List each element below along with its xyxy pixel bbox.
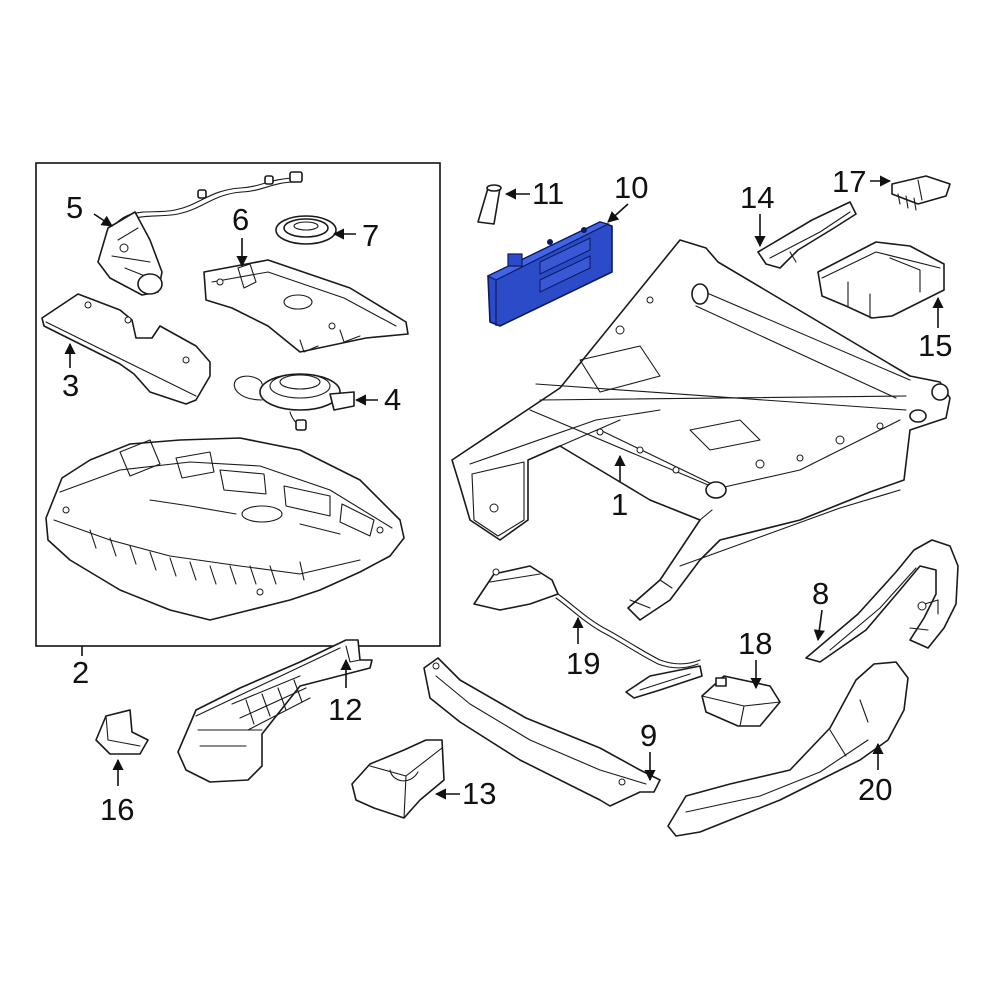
callout-16: 16 [100, 792, 134, 827]
part-15-cover[interactable] [817, 241, 945, 319]
part-20-side-shield[interactable] [667, 661, 909, 837]
part-12-track-cover[interactable] [177, 639, 373, 783]
part-14-bracket[interactable] [757, 201, 857, 269]
part-16-clip[interactable] [95, 709, 149, 755]
callout-18: 18 [738, 626, 772, 661]
callout-13: 13 [462, 776, 496, 811]
part-2-seat-pan[interactable] [45, 437, 405, 621]
callout-14: 14 [740, 180, 774, 215]
callout-5: 5 [66, 190, 83, 225]
leader-5 [93, 213, 113, 227]
part-8-side-trim[interactable] [805, 539, 959, 663]
part-6-tray[interactable] [203, 259, 409, 353]
part-1-seat-track-frame[interactable] [451, 239, 951, 621]
part-13-foot-cover[interactable] [351, 739, 445, 819]
part-3-plate[interactable] [41, 293, 211, 405]
group-box-2 [35, 162, 441, 647]
callout-12: 12 [328, 692, 362, 727]
part-19-cable[interactable] [473, 565, 703, 699]
callout-8: 8 [812, 576, 829, 611]
callout-labels: 1 2 3 4 5 6 7 8 9 10 11 12 13 14 15 16 1… [62, 164, 952, 827]
callout-4: 4 [384, 382, 401, 417]
leader-10 [607, 203, 629, 223]
part-5-wire-harness[interactable] [97, 171, 303, 296]
callout-3: 3 [62, 368, 79, 403]
callout-15: 15 [918, 328, 952, 363]
part-10-control-module[interactable] [486, 221, 613, 327]
callout-9: 9 [640, 718, 657, 753]
callout-7: 7 [362, 218, 379, 253]
callout-leaders [64, 175, 944, 800]
callout-11: 11 [532, 176, 564, 211]
callout-2: 2 [72, 655, 89, 690]
callout-20: 20 [858, 772, 892, 807]
leader-8 [813, 609, 825, 642]
callout-10: 10 [614, 170, 648, 205]
part-11-connector[interactable] [477, 184, 502, 225]
part-4-coil[interactable] [233, 373, 355, 431]
callout-17: 17 [832, 164, 866, 199]
callout-6: 6 [232, 202, 249, 237]
part-9-cross-member[interactable] [423, 657, 661, 807]
callout-19: 19 [566, 646, 600, 681]
part-7-grommet[interactable] [275, 215, 337, 245]
part-17-clip[interactable] [891, 175, 951, 211]
callout-1: 1 [611, 487, 628, 522]
part-18-module[interactable] [701, 675, 781, 727]
